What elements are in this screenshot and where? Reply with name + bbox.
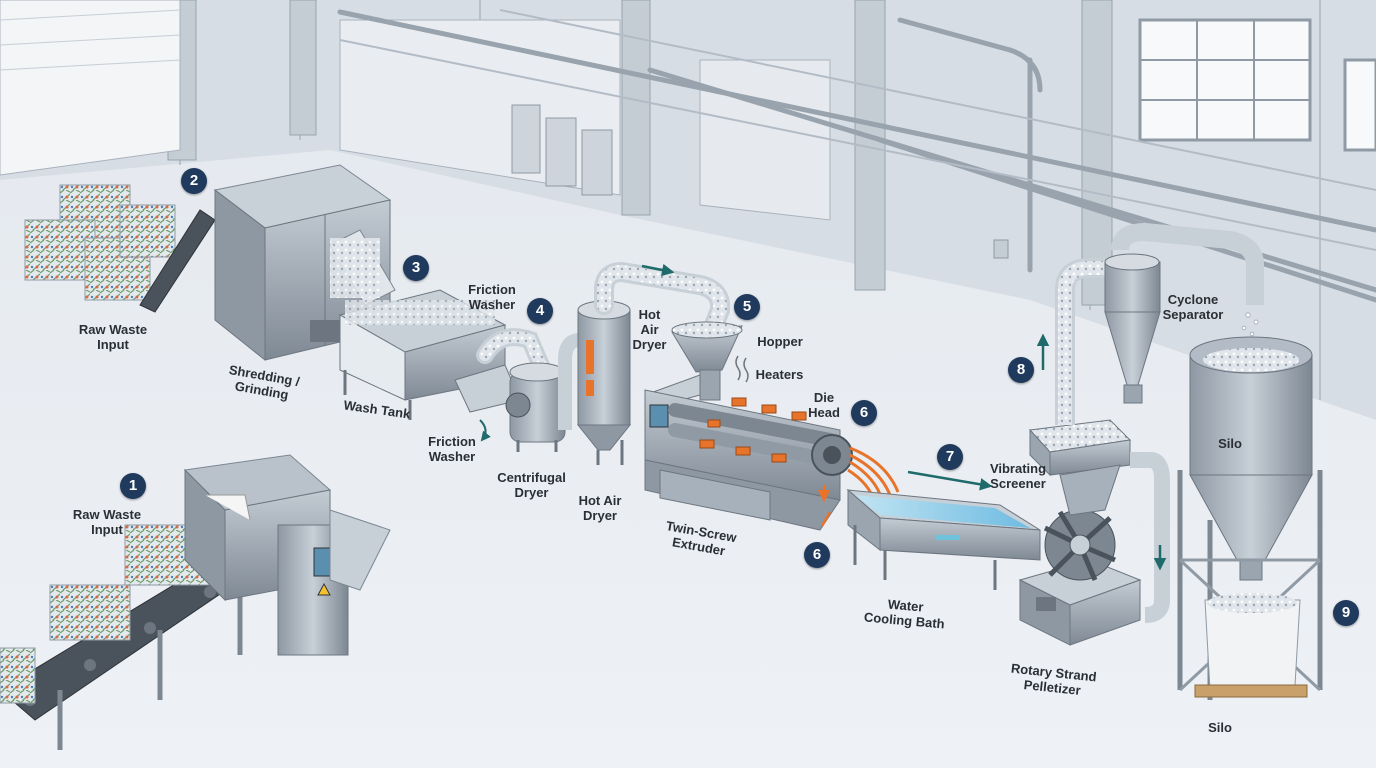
label-cyclone-separator: Cyclone Separator	[1162, 292, 1224, 322]
step-marker-5: 5	[734, 294, 760, 320]
cyclone-separator	[1104, 222, 1264, 404]
water-cooling-bath	[846, 488, 1041, 590]
step-marker-9: 9	[1333, 600, 1359, 626]
label-hot-air-dryer-top: Hot Air Dryer	[632, 307, 667, 352]
step-marker-1: 1	[120, 473, 146, 499]
rotary-strand-pelletizer	[1018, 509, 1142, 646]
label-friction-washer-bottom: Friction Washer	[428, 434, 476, 464]
label-hot-air-dryer-bottom: Hot Air Dryer	[578, 493, 622, 523]
label-hopper: Hopper	[757, 334, 803, 349]
hopper	[671, 321, 743, 401]
silo-structure	[1177, 336, 1323, 700]
bales	[24, 184, 176, 301]
label-silo-top: Silo	[1218, 436, 1242, 451]
label-raw-waste-input-front: Raw Waste Input	[72, 507, 142, 537]
label-raw-waste-input: Raw Waste Input	[78, 322, 148, 352]
chute	[329, 229, 396, 306]
step-marker-8: 8	[1008, 357, 1034, 383]
step-marker-6-bottom: 6	[804, 542, 830, 568]
step-marker-4: 4	[527, 298, 553, 324]
step-marker-6-top: 6	[851, 400, 877, 426]
vibrating-screener	[1028, 419, 1132, 516]
front-shredder	[183, 454, 391, 656]
label-vibrating-screener: Vibrating Screener	[989, 461, 1047, 491]
label-centrifugal-dryer: Centrifugal Dryer	[497, 470, 566, 500]
centrifugal-dryer	[505, 362, 566, 452]
label-heaters: Heaters	[755, 367, 804, 382]
step-marker-2: 2	[181, 168, 207, 194]
step-marker-3: 3	[403, 255, 429, 281]
front-conveyor	[0, 524, 271, 750]
label-die-head: Die Head	[808, 390, 840, 420]
wash-tank	[338, 289, 521, 420]
label-friction-washer-top: Friction Washer	[468, 282, 516, 312]
hot-air-dryer	[576, 300, 632, 465]
label-silo-bottom: Silo	[1208, 720, 1232, 735]
twin-screw-extruder	[644, 355, 853, 531]
step-marker-7: 7	[937, 444, 963, 470]
